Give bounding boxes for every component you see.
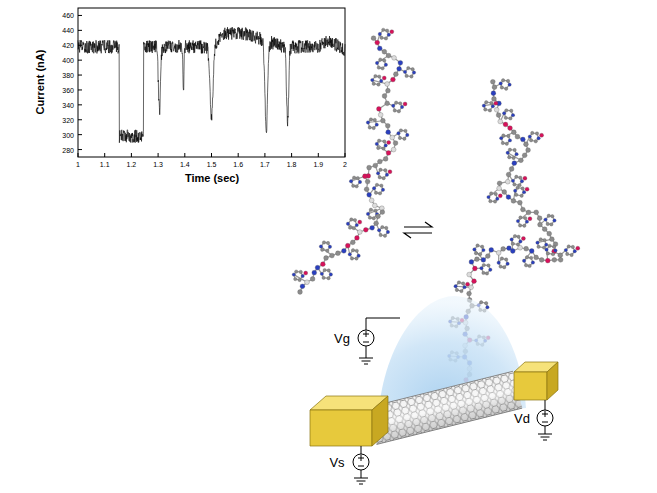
tick-label: 1.4 — [180, 161, 190, 168]
tick-label: 360 — [62, 86, 74, 93]
x-tick — [318, 153, 319, 157]
tick-label: 400 — [62, 57, 74, 64]
voltage-sources — [353, 318, 553, 484]
drain-electrode — [514, 362, 558, 400]
tick-label: 1.8 — [287, 161, 297, 168]
y-tick — [78, 89, 82, 90]
x-tick — [345, 153, 346, 157]
nanotube — [367, 371, 522, 444]
y-tick — [78, 149, 82, 150]
tick-label: 1.2 — [127, 161, 137, 168]
voltage-label: Vd — [514, 412, 530, 425]
y-tick — [78, 75, 82, 76]
plot-frame — [78, 8, 345, 157]
tick-label: 460 — [62, 12, 74, 19]
tick-label: 380 — [62, 72, 74, 79]
equilibrium-arrow — [404, 222, 432, 238]
tick-label: 420 — [62, 42, 74, 49]
y-tick — [78, 134, 82, 135]
x-tick — [264, 153, 265, 157]
tick-label: 1.6 — [233, 161, 243, 168]
tick-label: 2 — [343, 161, 347, 168]
axis-title: Current (nA) — [35, 50, 46, 115]
x-tick — [238, 153, 239, 157]
y-tick — [78, 30, 82, 31]
tick-label: 340 — [62, 101, 74, 108]
tick-label: 1.3 — [153, 161, 163, 168]
y-tick — [78, 60, 82, 61]
source-electrode — [310, 396, 388, 446]
y-tick — [78, 119, 82, 120]
tick-label: 1.5 — [207, 161, 217, 168]
x-tick — [131, 153, 132, 157]
current-trace — [78, 27, 345, 143]
x-tick — [211, 153, 212, 157]
x-tick — [291, 153, 292, 157]
tick-label: 1.7 — [260, 161, 270, 168]
tick-label: 440 — [62, 27, 74, 34]
tick-label: 320 — [62, 116, 74, 123]
x-tick — [78, 153, 79, 157]
tick-label: 1 — [76, 161, 80, 168]
x-tick — [104, 153, 105, 157]
tick-label: 1.1 — [100, 161, 110, 168]
voltage-label: Vg — [334, 332, 350, 345]
tick-label: 300 — [62, 131, 74, 138]
tick-label: 1.9 — [313, 161, 323, 168]
x-tick — [158, 153, 159, 157]
current-trace-chart — [78, 8, 345, 157]
y-tick — [78, 104, 82, 105]
y-tick — [78, 15, 82, 16]
voltage-label: Vs — [329, 456, 344, 469]
axis-title: Time (sec) — [185, 173, 239, 184]
tick-label: 280 — [62, 146, 74, 153]
x-tick — [184, 153, 185, 157]
